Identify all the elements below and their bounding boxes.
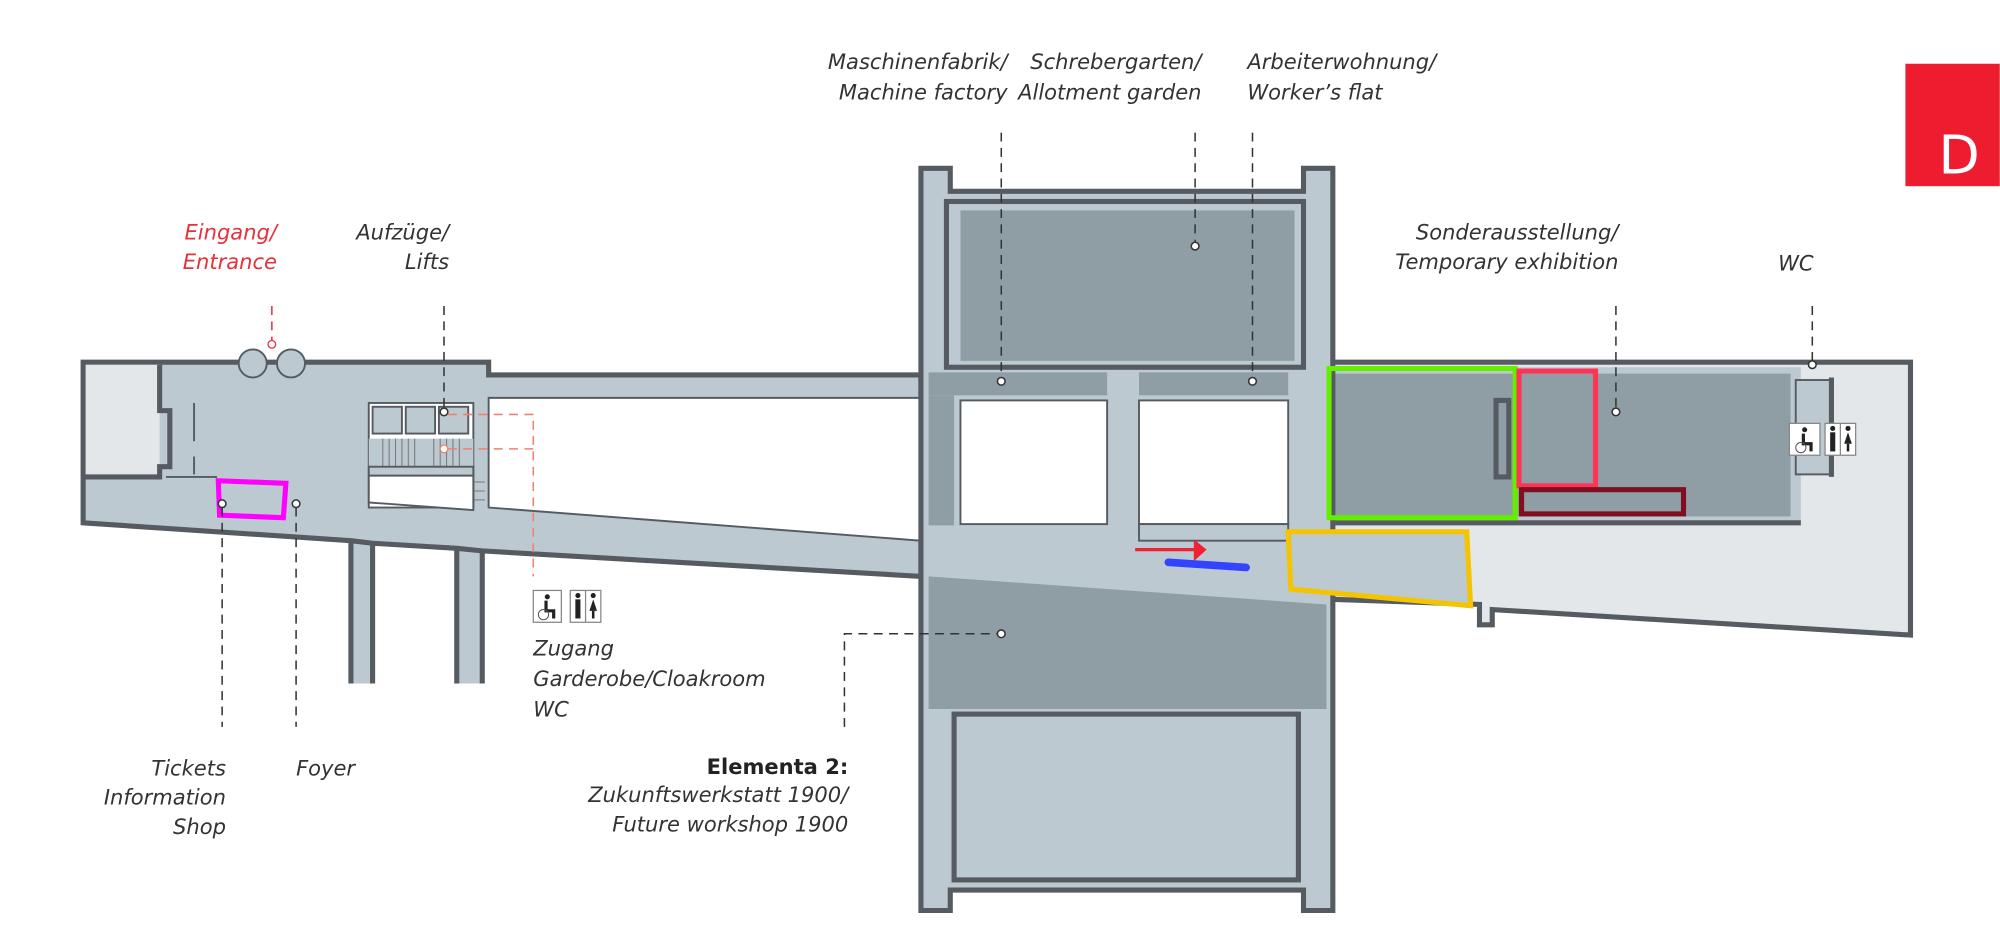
label-line: Arbeiterwohnung/: [1245, 49, 1438, 74]
wheelchair-accessible-icon: [1788, 422, 1821, 456]
label-machine-factory[interactable]: Maschinenfabrik/ Machine factory: [828, 49, 1010, 105]
label-line: Information: [104, 785, 226, 810]
central-block: [918, 165, 1336, 914]
label-lifts[interactable]: Aufzüge/ Lifts: [354, 220, 451, 274]
label-line: Aufzüge/: [354, 220, 451, 245]
revolving-door: [237, 348, 268, 379]
label-line: Zukunftswerkstatt 1900/: [587, 782, 850, 807]
wheelchair-accessible-icon: [532, 589, 562, 623]
label-line: Machine factory: [839, 79, 1008, 104]
label-line: Garderobe/Cloakroom: [533, 666, 765, 691]
label-line: Maschinenfabrik/: [828, 49, 1010, 74]
highlight-blue: [1164, 558, 1250, 572]
highlight-green: [1326, 365, 1518, 521]
lift-block: [367, 402, 485, 512]
floor-badge: D: [1905, 63, 2000, 186]
label-elementa[interactable]: Elementa 2: Zukunftswerkstatt 1900/ Futu…: [587, 754, 850, 836]
right-wing: [1317, 359, 1914, 638]
label-wc[interactable]: WC: [1778, 250, 1814, 275]
direction-arrow-icon: [1135, 539, 1207, 562]
label-line: Future workshop 1900: [612, 811, 848, 836]
label-entrance[interactable]: Eingang/ Entrance: [183, 220, 279, 274]
label-line: Entrance: [183, 249, 277, 274]
label-line: Tickets: [151, 755, 226, 780]
label-line: Temporary exhibition: [1395, 249, 1618, 274]
label-title: Elementa 2:: [707, 754, 849, 779]
label-line: Shop: [173, 814, 226, 839]
label-line: Schrebergarten/: [1030, 49, 1203, 74]
label-tickets[interactable]: Tickets Information Shop: [104, 755, 226, 839]
label-temporary-exhibition[interactable]: Sonderausstellung/ Temporary exhibition: [1395, 220, 1620, 274]
revolving-door: [276, 348, 306, 379]
left-wing: [80, 348, 924, 684]
floor-letter: D: [1939, 123, 1980, 186]
highlight-red: [1516, 368, 1599, 489]
highlight-yellow: [1285, 529, 1474, 609]
label-foyer[interactable]: Foyer: [296, 755, 356, 780]
label-workers-flat[interactable]: Arbeiterwohnung/ Worker’s flat: [1245, 49, 1438, 105]
label-line: Zugang: [532, 635, 614, 660]
label-line: Worker’s flat: [1247, 79, 1383, 104]
restroom-icon: [569, 589, 602, 623]
label-line: Allotment garden: [1016, 79, 1201, 104]
restroom-icon: [1824, 422, 1857, 456]
leader-lines: [217, 132, 1817, 727]
label-line: WC: [533, 697, 569, 722]
label-allotment-garden[interactable]: Schrebergarten/ Allotment garden: [1016, 49, 1203, 105]
label-line: Sonderausstellung/: [1416, 220, 1620, 245]
label-cloakroom[interactable]: Zugang Garderobe/Cloakroom WC: [532, 635, 765, 721]
highlight-darkred: [1519, 487, 1687, 517]
label-line: Eingang/: [184, 220, 278, 245]
label-line: Lifts: [405, 249, 449, 274]
